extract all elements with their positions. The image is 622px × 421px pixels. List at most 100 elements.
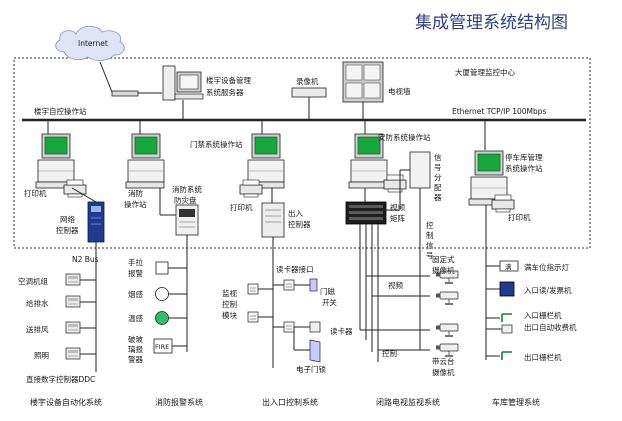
fire-device-3c: 警器 <box>128 354 143 364</box>
internet-label: Internet <box>78 39 108 48</box>
door-switch-label-2: 开关 <box>322 297 337 307</box>
tv-wall <box>342 61 384 103</box>
ddc-0 <box>65 273 81 286</box>
module-top <box>247 283 259 295</box>
fire-panel <box>175 204 199 236</box>
bas-device-0: 空调机组 <box>18 276 48 286</box>
bas-ctrl-link <box>71 187 97 203</box>
bas-device-2: 送排风 <box>26 324 49 334</box>
ctrl-sig-1: 制 <box>426 230 434 240</box>
fire-station-label-1: 消防 <box>128 188 143 198</box>
internet-cloud: Internet <box>55 25 125 61</box>
video-label: 视频 <box>388 280 403 290</box>
exit-barrier-icon <box>501 351 512 360</box>
access-printer-label: 打印机 <box>230 202 253 212</box>
access-ctrl-label-1: 出入 <box>288 208 303 218</box>
recorder-label: 录像机 <box>296 76 319 86</box>
video-recorder <box>291 87 327 98</box>
full-sign-tag: 满 <box>505 262 512 271</box>
caption-cctv: 闭路电视监视系统 <box>376 397 440 407</box>
ctrl-sig-0: 控 <box>426 220 434 230</box>
entry-barrier-icon <box>501 313 512 322</box>
ptz-cam-label-1: 带云台 <box>432 356 455 366</box>
sig-dist-0: 信 <box>434 152 442 162</box>
video-matrix <box>345 201 387 225</box>
door-contact-icon <box>309 278 318 292</box>
electronic-lock-label: 电子门锁 <box>296 364 326 374</box>
fire-device-0b: 报警 <box>128 268 143 278</box>
ctrl-sig-2: 信 <box>426 240 434 250</box>
bas-printer-label: 打印机 <box>24 188 47 198</box>
card-reader-icon <box>309 321 321 333</box>
control-label: 控制 <box>382 348 397 358</box>
parking-device-2: 入口栅栏机 <box>524 310 562 320</box>
parking-printer <box>491 194 515 213</box>
fire-device-3b: 璃报 <box>128 344 143 354</box>
signal-distributor <box>409 151 431 189</box>
server-label-2: 系统服务器 <box>206 87 244 97</box>
fixed-cam-label-2: 摄像机 <box>432 265 455 275</box>
fire-tag: FIRE <box>155 343 169 351</box>
net-ctrl-label-1: 网络 <box>60 214 75 224</box>
parking-station-label-1: 停车库管理 <box>505 152 543 162</box>
sig-dist-3: 配 <box>434 183 442 192</box>
ddc-2 <box>65 321 81 334</box>
fire-workstation <box>125 133 165 189</box>
monitor-center-label: 大厦管理监控中心 <box>455 67 515 77</box>
ddc-label: 直接数字控制器DDC <box>26 374 95 384</box>
net-ctrl-label-2: 控制器 <box>56 225 79 235</box>
monitor-center-frame <box>13 57 591 249</box>
caption-parking: 车库管理系统 <box>492 397 540 407</box>
fixed-cam-label-1: 固定式 <box>432 254 455 264</box>
access-controller <box>261 202 285 238</box>
card-reader-label: 读卡器 <box>330 326 353 336</box>
fire-device-1: 烟感 <box>128 289 143 299</box>
fire-panel-label-1: 消防系统 <box>172 184 202 194</box>
parking-device-0: 满车位指示灯 <box>524 262 569 272</box>
fire-device-3a: 破玻 <box>128 334 143 344</box>
parking-device-3: 出口自动收费机 <box>524 322 577 332</box>
ptz-camera-2 <box>435 343 459 358</box>
building-server <box>162 65 204 101</box>
access-printer <box>239 179 263 198</box>
diagram-title: 集成管理系统结构图 <box>415 13 568 33</box>
manual-alarm-icon <box>155 261 169 275</box>
ddc-1 <box>65 295 81 308</box>
security-workstation <box>348 133 388 189</box>
security-station-label: 安防系统操作站 <box>378 132 431 142</box>
tv-wall-label: 电视墙 <box>388 86 411 96</box>
network-hub <box>111 90 139 97</box>
bas-device-1: 给排水 <box>26 298 49 308</box>
fire-station-label-2: 操作站 <box>124 199 147 209</box>
module-bottom <box>247 311 259 323</box>
caption-bas: 楼宇设备自动化系统 <box>30 397 102 407</box>
sig-dist-4: 器 <box>434 193 442 202</box>
server-label-1: 楼宇设备管理 <box>206 75 251 85</box>
parking-device-1: 入口读/发票机 <box>524 285 572 295</box>
monitor-module-3: 模块 <box>222 310 237 320</box>
access-station-label: 门禁系统操作站 <box>190 139 243 149</box>
video-matrix-label-1: 视频 <box>390 202 405 212</box>
caption-access: 出入口控制系统 <box>262 397 318 407</box>
monitor-module-2: 控制 <box>222 299 237 309</box>
ptz-camera-1 <box>435 323 459 338</box>
sig-dist-2: 分 <box>434 173 442 182</box>
heat-detector-icon <box>155 311 169 325</box>
smoke-detector-icon <box>155 287 169 301</box>
access-ctrl-label-2: 控制器 <box>288 219 311 229</box>
sig-dist-1: 号 <box>434 163 442 172</box>
security-printer <box>383 174 407 193</box>
electronic-lock-icon <box>309 339 321 363</box>
bas-station-label: 楼宇自控操作站 <box>34 106 87 116</box>
video-matrix-label-2: 矩阵 <box>390 213 405 223</box>
reader-interface-label: 读卡器接口 <box>276 264 314 274</box>
reader-if-top <box>283 279 295 291</box>
fire-panel-label-2: 防灾盘 <box>174 195 197 205</box>
entry-reader-icon <box>499 281 515 297</box>
fire-device-0a: 手拉 <box>128 257 143 267</box>
fire-device-2: 温感 <box>128 313 143 323</box>
exit-pay-icon <box>501 324 513 334</box>
door-switch-label-1: 门磁 <box>320 286 335 296</box>
